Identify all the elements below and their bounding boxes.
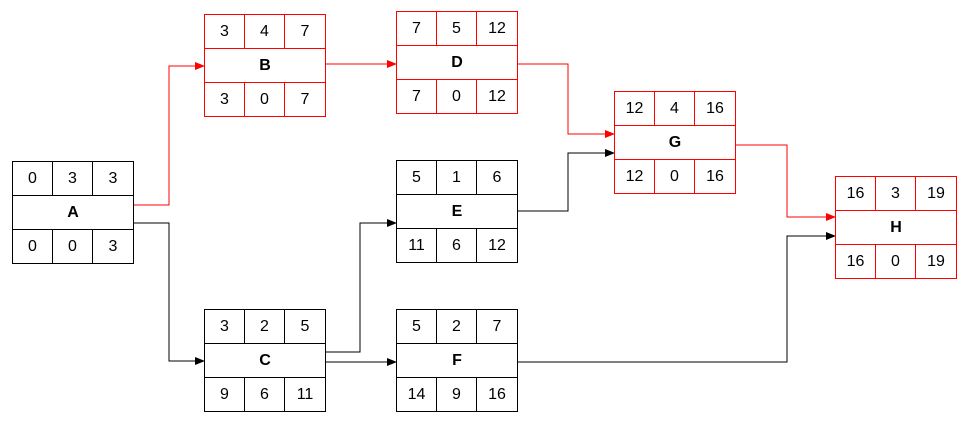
node-e-label: E	[397, 195, 517, 229]
edge-a-c	[133, 222, 205, 365]
node-c-ls: 9	[205, 378, 245, 411]
node-f-dur: 2	[437, 310, 477, 344]
node-d-dur: 5	[437, 12, 477, 46]
node-d-ls: 7	[397, 80, 437, 113]
node-d-es: 7	[397, 12, 437, 46]
node-h-slack: 0	[876, 245, 916, 278]
node-c-dur: 2	[245, 310, 285, 344]
node-d-lf: 12	[488, 87, 506, 105]
node-h-es: 16	[836, 177, 876, 211]
node-g-ef: 16	[695, 92, 735, 126]
node-d-slack: 0	[437, 80, 477, 113]
edge-a-b	[133, 62, 205, 206]
node-b-label: B	[205, 49, 325, 83]
node-a-dur: 3	[53, 162, 93, 196]
node-g-lf: 16	[706, 167, 724, 185]
node-b-ef: 7	[285, 15, 325, 49]
node-f-ef: 7	[477, 310, 517, 344]
node-e-dur: 1	[437, 161, 477, 195]
node-a-ef: 3	[93, 162, 133, 196]
edge-g-h	[736, 144, 836, 221]
node-b-dur: 4	[245, 15, 285, 49]
node-g-ls: 12	[615, 160, 655, 193]
node-d-ef: 12	[477, 12, 517, 46]
node-b-es: 3	[205, 15, 245, 49]
node-c-slack: 6	[245, 378, 285, 411]
node-h-dur: 3	[876, 177, 916, 211]
node-b-ls: 3	[205, 83, 245, 116]
node-e-es: 5	[397, 161, 437, 195]
node-h-ls: 16	[836, 245, 876, 278]
node-b-lf: 7	[300, 90, 310, 108]
node-d-label: D	[397, 46, 517, 80]
node-f-slack: 9	[437, 378, 477, 411]
node-g-dur: 4	[655, 92, 695, 126]
node-f-label: F	[397, 344, 517, 378]
node-g-slack: 0	[655, 160, 695, 193]
node-a-label: A	[13, 196, 133, 230]
node-e-ls: 11	[397, 229, 437, 262]
node-f-es: 5	[397, 310, 437, 344]
edge-c-e	[326, 219, 397, 353]
node-b-slack: 0	[245, 83, 285, 116]
node-e-ef: 6	[477, 161, 517, 195]
node-c-es: 3	[205, 310, 245, 344]
node-c-lf: 11	[296, 385, 314, 403]
node-h-lf: 19	[927, 252, 945, 270]
node-a-es: 0	[13, 162, 53, 196]
node-a-ls: 0	[13, 230, 53, 263]
edge-f-h	[518, 232, 836, 363]
node-f-lf: 16	[488, 385, 506, 403]
node-a-slack: 0	[53, 230, 93, 263]
node-g-label: G	[615, 126, 735, 160]
node-f-ls: 14	[397, 378, 437, 411]
edge-d-g	[518, 63, 615, 138]
node-h-label: H	[836, 211, 956, 245]
node-c-label: C	[205, 344, 325, 378]
node-g-es: 12	[615, 92, 655, 126]
edge-e-g	[518, 149, 615, 212]
node-e-slack: 6	[437, 229, 477, 262]
node-c-ef: 5	[285, 310, 325, 344]
node-a-lf: 3	[108, 237, 118, 255]
node-e-lf: 12	[488, 236, 506, 254]
node-h-ef: 19	[916, 177, 956, 211]
